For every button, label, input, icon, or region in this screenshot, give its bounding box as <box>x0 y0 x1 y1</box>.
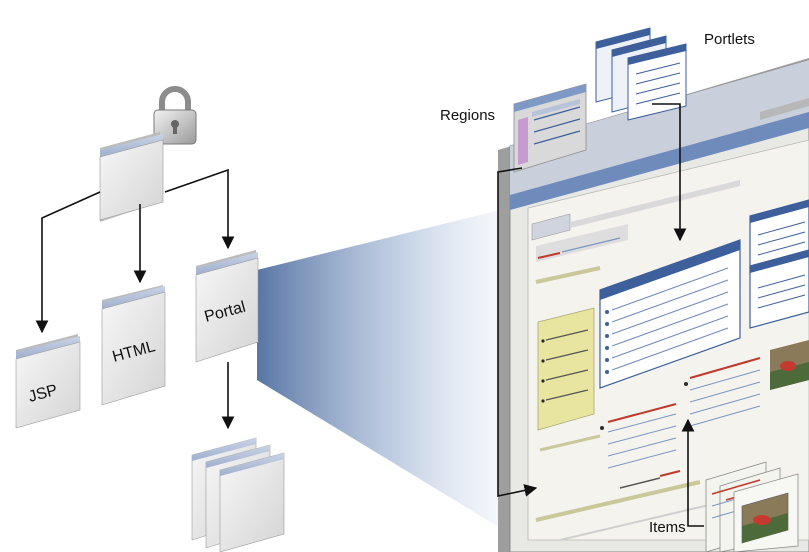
tree-connectors <box>35 168 235 430</box>
jsp-page <box>15 334 81 429</box>
portlets-stack <box>595 27 687 121</box>
photo-thumbnail-icon <box>770 340 809 390</box>
projection-beam <box>257 205 520 540</box>
regions-label: Regions <box>440 107 495 124</box>
items-stack <box>705 461 799 552</box>
portlets-label: Portlets <box>704 31 755 48</box>
html-page <box>101 285 166 406</box>
items-arrow <box>681 418 704 527</box>
padlock-icon <box>153 86 197 145</box>
portlets-arrow <box>652 103 687 242</box>
page-stack <box>191 437 285 552</box>
secured-page <box>99 132 164 222</box>
portal-page <box>195 250 259 363</box>
items-label: Items <box>649 519 686 536</box>
photo-thumbnail-icon <box>741 492 789 544</box>
regions-arrow <box>497 167 538 497</box>
regions-thumbnail <box>513 83 587 173</box>
large-portal-page <box>498 58 809 552</box>
